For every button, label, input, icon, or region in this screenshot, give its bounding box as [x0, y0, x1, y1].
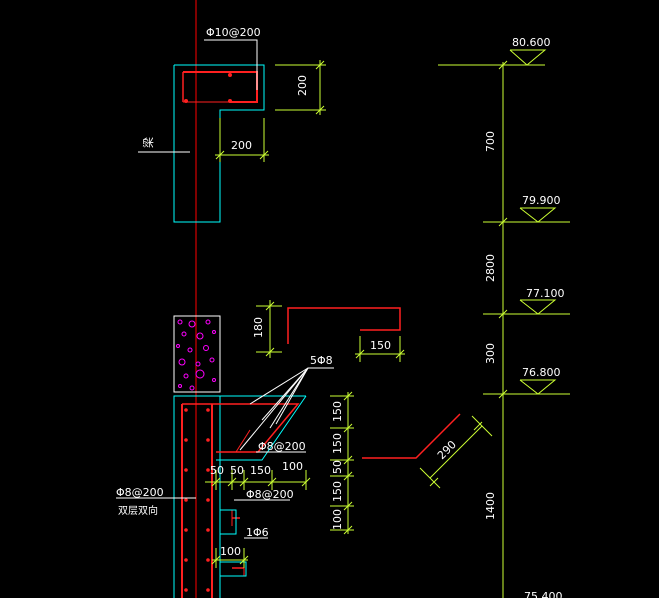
level-dim-700: 700	[484, 131, 497, 152]
wall-note-label: 双层双向	[118, 504, 158, 517]
wall-rebar-label: Φ8@200	[116, 486, 164, 499]
level-dim-1400: 1400	[484, 492, 497, 520]
elevation-77100: 77.100	[526, 287, 565, 300]
beam-outline	[173, 64, 265, 223]
rebar-callout-leaders	[239, 367, 334, 451]
dim-100h-text: 100	[282, 460, 303, 473]
stirrup-low-label: Φ8@200	[246, 488, 294, 501]
dim-150h-text: 150	[250, 464, 271, 477]
elevation-column	[438, 49, 570, 598]
ledge-outline	[216, 395, 307, 461]
dim-200-horizontal	[215, 118, 269, 162]
dim-100-bottom-text: 100	[220, 545, 241, 558]
elevation-79900: 79.900	[522, 194, 561, 207]
dim-180-text: 180	[252, 317, 265, 338]
dim-100-v-text: 100	[331, 509, 344, 530]
dim-200-horizontal-text: 200	[231, 139, 252, 152]
dim-150-v3-text: 150	[331, 481, 344, 502]
dim-100-bottom	[211, 548, 249, 568]
elevation-80600: 80.600	[512, 36, 551, 49]
top-rebar-leader	[204, 39, 258, 90]
dim-50a-text: 50	[210, 464, 224, 477]
stirrup-mid-label: Φ8@200	[258, 440, 306, 453]
hook-label: 1Φ6	[246, 526, 269, 539]
ledge-horizontal-dims	[205, 470, 311, 490]
dim-150-bar-text: 150	[370, 339, 391, 352]
hook-bar-detail: 180 150	[252, 300, 405, 362]
elevation-75400: 75.400	[524, 590, 563, 598]
rebar-callout-label: 5Φ8	[310, 354, 333, 367]
top-rebar-label: Φ10@200	[206, 26, 261, 39]
dim-200-vertical	[275, 60, 326, 115]
elevation-76800: 76.800	[522, 366, 561, 379]
upper-beam-section: Φ10@200 200 200 梁	[138, 26, 326, 223]
level-dim-2800: 2800	[484, 254, 497, 282]
dim-50-v-text: 50	[331, 460, 344, 474]
hatched-block	[173, 315, 221, 393]
dim-200-vertical-text: 200	[296, 75, 309, 96]
beam-label: 梁	[141, 137, 155, 148]
ledge-vertical-dims	[330, 391, 354, 535]
dim-150-v1-text: 150	[331, 401, 344, 422]
dim-150-v2-text: 150	[331, 433, 344, 454]
level-dim-300: 300	[484, 343, 497, 364]
dim-50b-text: 50	[230, 464, 244, 477]
